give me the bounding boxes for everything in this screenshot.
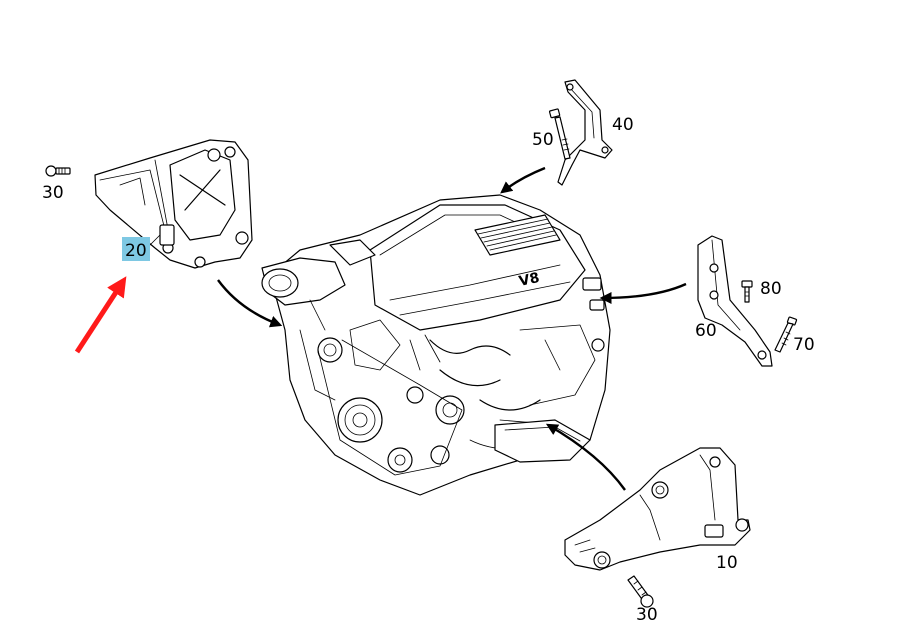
arrow-bracket-20-to-engine xyxy=(217,279,283,328)
callout-60: 60 xyxy=(695,321,717,341)
callout-40: 40 xyxy=(612,115,634,135)
callout-20: 20 xyxy=(125,241,147,261)
bracket-part-40 xyxy=(557,79,613,186)
callout-70: 70 xyxy=(793,335,815,355)
arrow-mount-10-to-engine xyxy=(545,423,626,491)
mount-part-10 xyxy=(564,447,751,571)
bolt-part-30-bottom xyxy=(627,575,654,608)
bolt-part-30-top xyxy=(45,165,71,177)
arrow-bracket-40-to-engine xyxy=(500,166,546,194)
callout-10: 10 xyxy=(716,553,738,573)
bolt-part-80 xyxy=(741,280,753,303)
highlight-box-20 xyxy=(122,237,150,261)
assembly-arrows xyxy=(217,166,687,491)
callout-30-bottom: 30 xyxy=(636,605,658,625)
callout-50: 50 xyxy=(532,130,554,150)
bolt-part-70 xyxy=(774,316,798,353)
callout-30-top: 30 xyxy=(42,183,64,203)
intercooler-grille xyxy=(474,214,561,256)
bracket-part-20 xyxy=(94,139,253,269)
bolt-part-50 xyxy=(548,108,571,160)
engine-assembly: V8 xyxy=(261,194,611,496)
callout-80: 80 xyxy=(760,279,782,299)
red-pointer-arrow xyxy=(74,276,127,354)
arrow-bracket-60-to-engine xyxy=(599,282,687,304)
bracket-part-60 xyxy=(697,235,773,367)
engine-badge: V8 xyxy=(518,270,541,290)
